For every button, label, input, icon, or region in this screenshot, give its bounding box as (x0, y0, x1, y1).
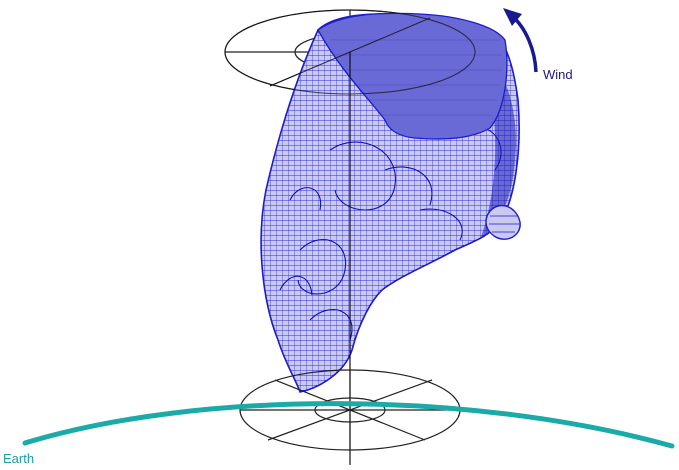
bottom-frame (240, 370, 460, 450)
wind-label: Wind (543, 68, 573, 81)
side-lobe (486, 206, 520, 240)
earth-label: Earth (3, 452, 34, 465)
